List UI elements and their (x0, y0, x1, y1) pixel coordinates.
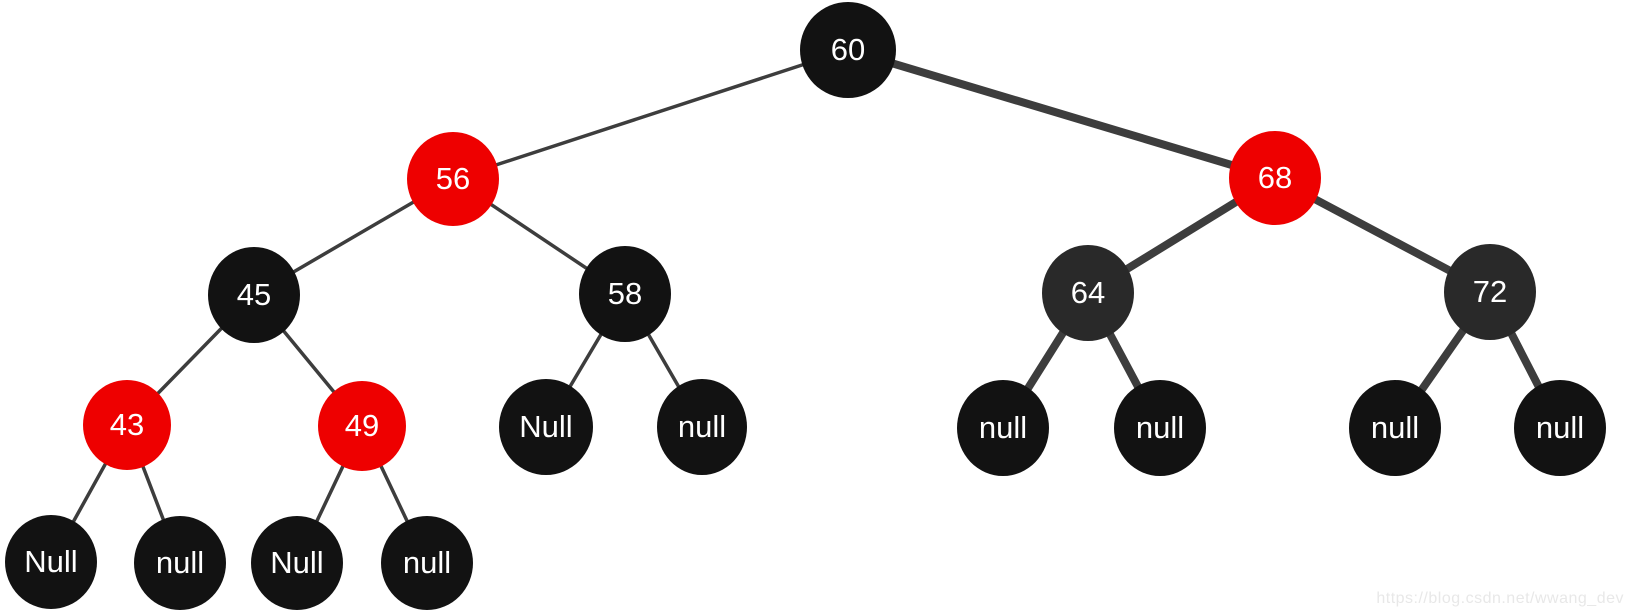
tree-node-Null: Null (251, 516, 343, 610)
tree-edge-60-68 (844, 46, 1279, 182)
tree-node-null: null (1349, 380, 1441, 476)
tree-node-null: null (1114, 380, 1206, 476)
tree-node-72: 72 (1444, 244, 1536, 340)
tree-node-45: 45 (208, 247, 300, 343)
tree-node-null: null (381, 516, 473, 610)
tree-node-Null: Null (5, 515, 97, 609)
tree-node-60: 60 (800, 2, 896, 98)
tree-node-49: 49 (318, 381, 406, 471)
tree-node-43: 43 (83, 380, 171, 470)
tree-edge-60-56 (451, 48, 850, 181)
tree-node-Null: Null (499, 379, 593, 475)
tree-node-null: null (957, 380, 1049, 476)
tree-node-64: 64 (1042, 245, 1134, 341)
tree-node-58: 58 (579, 246, 671, 342)
tree-node-56: 56 (407, 132, 499, 226)
tree-node-null: null (657, 379, 747, 475)
tree-node-68: 68 (1229, 131, 1321, 225)
tree-node-null: null (134, 516, 226, 610)
tree-node-null: null (1514, 380, 1606, 476)
watermark-text: https://blog.csdn.net/wwang_dev (1376, 590, 1624, 607)
